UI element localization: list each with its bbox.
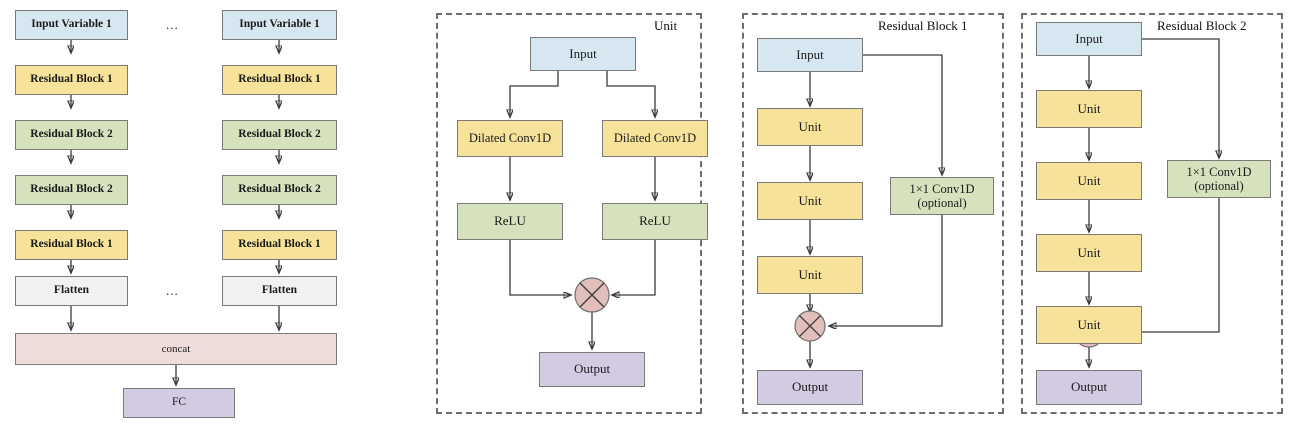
node-residual-block-2-right-b[interactable]: Residual Block 2	[222, 175, 337, 205]
ellipsis-bottom: ...	[166, 283, 179, 298]
node-residual-block-1-left-a[interactable]: Residual Block 1	[15, 65, 128, 95]
node-flatten-left[interactable]: Flatten	[15, 276, 128, 306]
node-rb2-shortcut-conv-line1: 1×1 Conv1D	[1186, 164, 1252, 179]
node-input-variable-left[interactable]: Input Variable 1	[15, 10, 128, 40]
node-rb2-shortcut-conv-line2: (optional)	[1194, 179, 1244, 193]
node-unit-dilated-conv1d-right[interactable]: Dilated Conv1D	[602, 120, 708, 157]
node-rb2-unit-1[interactable]: Unit	[1036, 90, 1142, 128]
node-unit-output[interactable]: Output	[539, 352, 645, 387]
panel-residual-block-2	[1021, 13, 1283, 414]
node-flatten-right[interactable]: Flatten	[222, 276, 337, 306]
node-rb1-unit-1[interactable]: Unit	[757, 108, 863, 146]
panel-residual-block-1-title: Residual Block 1	[878, 18, 968, 33]
node-fc[interactable]: FC	[123, 388, 235, 418]
panel-unit-title: Unit	[654, 18, 678, 33]
ellipsis-top: ...	[166, 17, 179, 32]
node-unit-relu-left[interactable]: ReLU	[457, 203, 563, 240]
node-rb2-shortcut-conv[interactable]: 1×1 Conv1D (optional)	[1167, 160, 1271, 198]
node-unit-dilated-conv1d-left[interactable]: Dilated Conv1D	[457, 120, 563, 157]
node-residual-block-2-left-a[interactable]: Residual Block 2	[15, 120, 128, 150]
node-rb2-input[interactable]: Input	[1036, 22, 1142, 56]
node-rb1-output[interactable]: Output	[757, 370, 863, 405]
panel-residual-block-2-title: Residual Block 2	[1157, 18, 1247, 33]
panel-residual-block-1	[742, 13, 1004, 414]
node-residual-block-1-right-a[interactable]: Residual Block 1	[222, 65, 337, 95]
node-rb1-shortcut-conv[interactable]: 1×1 Conv1D (optional)	[890, 177, 994, 215]
node-residual-block-2-left-b[interactable]: Residual Block 2	[15, 175, 128, 205]
node-rb1-shortcut-conv-line2: (optional)	[917, 196, 967, 210]
node-rb1-unit-2[interactable]: Unit	[757, 182, 863, 220]
node-rb2-output[interactable]: Output	[1036, 370, 1142, 405]
node-residual-block-2-right-a[interactable]: Residual Block 2	[222, 120, 337, 150]
node-residual-block-1-left-b[interactable]: Residual Block 1	[15, 230, 128, 260]
node-rb2-unit-2[interactable]: Unit	[1036, 162, 1142, 200]
node-residual-block-1-right-b[interactable]: Residual Block 1	[222, 230, 337, 260]
node-rb1-input[interactable]: Input	[757, 38, 863, 72]
node-rb2-unit-3[interactable]: Unit	[1036, 234, 1142, 272]
node-rb2-unit-4[interactable]: Unit	[1036, 306, 1142, 344]
node-unit-relu-right[interactable]: ReLU	[602, 203, 708, 240]
node-concat[interactable]: concat	[15, 333, 337, 365]
node-input-variable-right[interactable]: Input Variable 1	[222, 10, 337, 40]
node-unit-input[interactable]: Input	[530, 37, 636, 71]
node-rb1-shortcut-conv-line1: 1×1 Conv1D	[909, 181, 975, 196]
node-rb1-unit-3[interactable]: Unit	[757, 256, 863, 294]
